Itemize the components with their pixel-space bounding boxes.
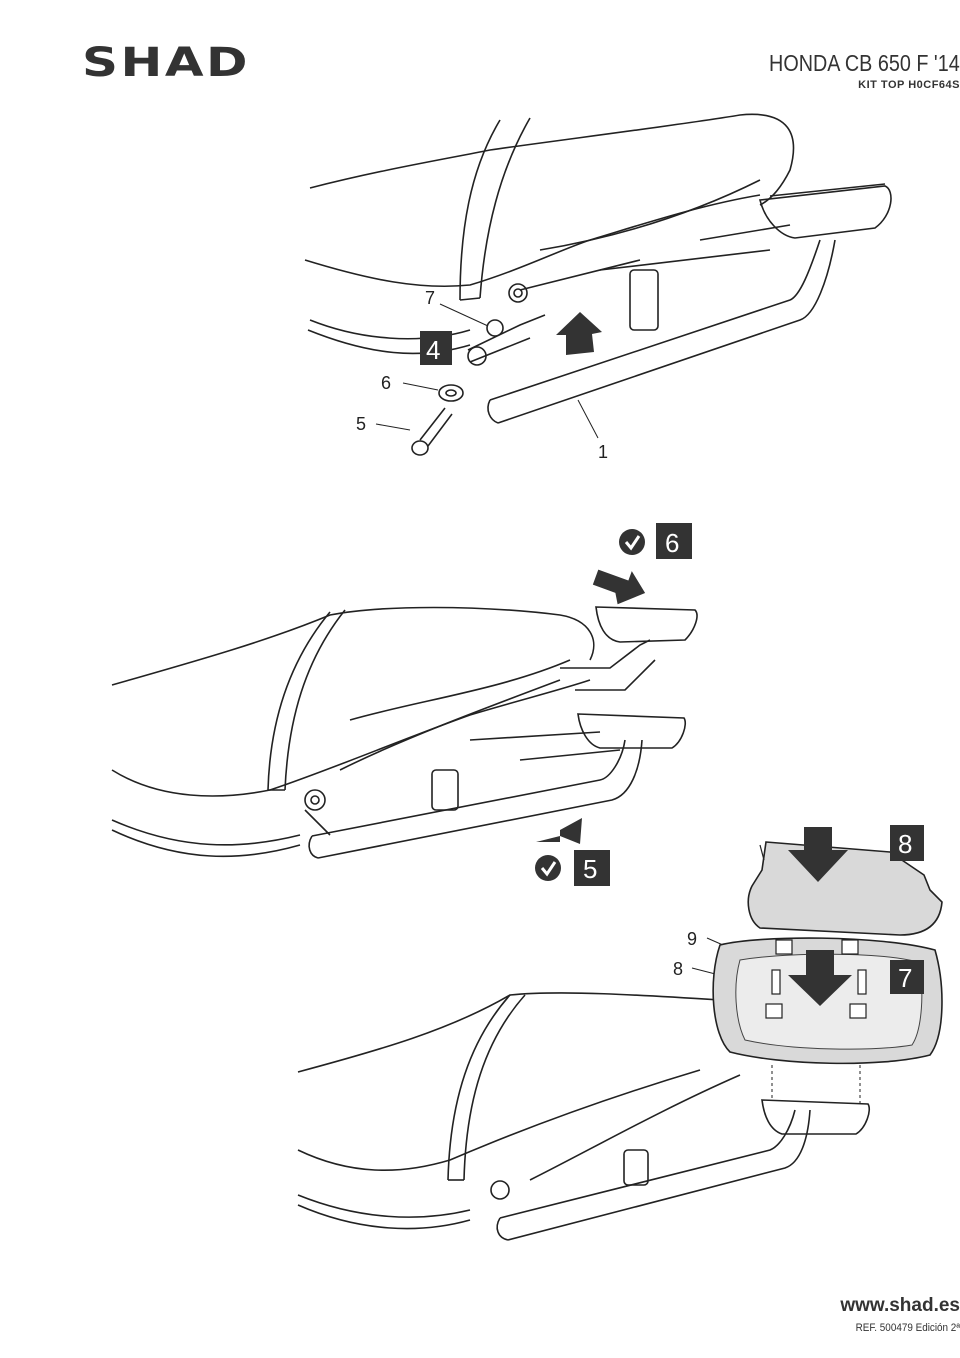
website-url: www.shad.es xyxy=(840,1295,960,1316)
up-arrow-icon xyxy=(556,312,602,355)
check-icon-5 xyxy=(533,853,563,883)
down-arrow-icon xyxy=(592,569,646,605)
model-title: HONDA CB 650 F '14 xyxy=(769,50,960,76)
step-4-diagram xyxy=(304,113,892,456)
mounting-blocks xyxy=(765,939,867,1019)
down-arrow-icon-7 xyxy=(788,950,852,1006)
document-reference: REF. 500479 Edición 2ª xyxy=(855,1322,960,1334)
step-7-number: 7 xyxy=(898,963,912,993)
shad-logo: SHAD xyxy=(82,40,251,86)
top-case-top-plate xyxy=(747,841,943,936)
callout-1: 1 xyxy=(598,442,608,462)
step-7-8-diagram xyxy=(297,937,871,1241)
up-arrow-icon-5 xyxy=(536,818,582,844)
step-badge-6 xyxy=(656,523,692,559)
check-icon-6 xyxy=(617,527,647,557)
step-badge-8 xyxy=(890,825,924,861)
step-5-6-diagram xyxy=(111,606,698,859)
down-arrow-icon-8 xyxy=(788,827,848,882)
step-5-number: 5 xyxy=(583,854,597,884)
step-8-number: 8 xyxy=(898,829,912,859)
callout-6: 6 xyxy=(381,373,391,393)
step-badge-5 xyxy=(574,850,610,886)
step-6-number: 6 xyxy=(665,528,679,558)
callout-8: 8 xyxy=(673,959,683,979)
step-4-number: 4 xyxy=(426,335,440,365)
callout-5: 5 xyxy=(356,414,366,434)
callout-7: 7 xyxy=(425,288,435,308)
callout-9: 9 xyxy=(687,929,697,949)
step-badge-7 xyxy=(890,960,924,994)
step-badge-4 xyxy=(420,331,452,365)
kit-reference: KIT TOP H0CF64S xyxy=(858,79,960,91)
